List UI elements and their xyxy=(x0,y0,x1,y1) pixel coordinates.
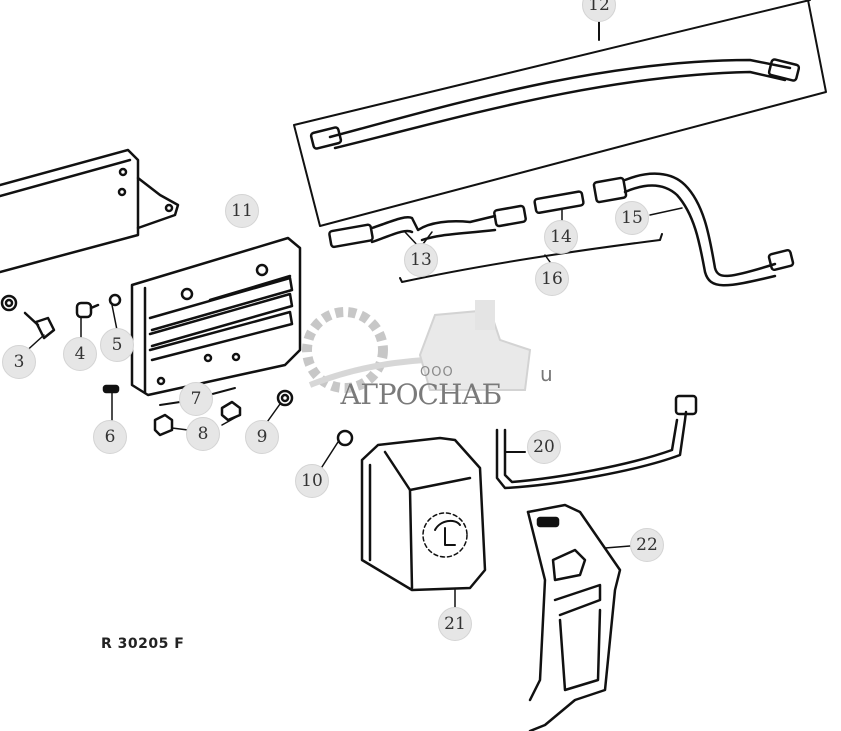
hardware-parts xyxy=(0,293,354,471)
callout-5: 5 xyxy=(100,328,134,362)
callout-label: 6 xyxy=(104,427,116,447)
callout-16: 16 xyxy=(535,262,569,296)
callout-7: 7 xyxy=(179,382,213,416)
callout-label: 8 xyxy=(197,424,209,444)
callout-label: 5 xyxy=(111,335,123,355)
bracket-plate xyxy=(0,148,180,274)
callout-label: 21 xyxy=(444,614,466,634)
callout-22: 22 xyxy=(630,528,664,562)
callout-label: 12 xyxy=(588,0,610,15)
line-20 xyxy=(495,394,698,490)
callout-label: 14 xyxy=(550,227,572,247)
callout-10: 10 xyxy=(295,464,329,498)
callout-20: 20 xyxy=(527,430,561,464)
callout-13: 13 xyxy=(404,243,438,277)
callout-15: 15 xyxy=(615,201,649,235)
callout-12: 12 xyxy=(582,0,616,22)
callout-14: 14 xyxy=(544,220,578,254)
filter-21 xyxy=(360,436,487,611)
callout-4: 4 xyxy=(63,337,97,371)
hose-box-12 xyxy=(293,0,827,227)
agrosnab-watermark-graphic xyxy=(302,300,532,393)
callout-8: 8 xyxy=(186,417,220,451)
callout-9: 9 xyxy=(245,420,279,454)
callout-label: 11 xyxy=(231,201,253,221)
callout-label: 7 xyxy=(190,389,202,409)
lower-hoses xyxy=(328,172,795,287)
callout-label: 22 xyxy=(636,535,658,555)
callout-label: 20 xyxy=(533,437,555,457)
watermark-prefix: ООО xyxy=(420,365,454,380)
watermark-name: АГРОСНАБ xyxy=(340,378,502,411)
watermark-suffix: u xyxy=(540,362,553,386)
diagram-reference-code: R 30205 F xyxy=(101,636,185,652)
callout-3: 3 xyxy=(2,345,36,379)
callout-21: 21 xyxy=(438,607,472,641)
callout-6: 6 xyxy=(93,420,127,454)
callout-label: 9 xyxy=(256,427,268,447)
callout-11: 11 xyxy=(225,194,259,228)
callout-label: 10 xyxy=(301,471,323,491)
callout-label: 13 xyxy=(410,250,432,270)
callout-label: 3 xyxy=(13,352,25,372)
bracket-22 xyxy=(526,503,631,731)
valve-cover xyxy=(130,236,302,397)
callout-label: 4 xyxy=(74,344,86,364)
callout-label: 16 xyxy=(541,269,563,289)
callout-label: 15 xyxy=(621,208,643,228)
